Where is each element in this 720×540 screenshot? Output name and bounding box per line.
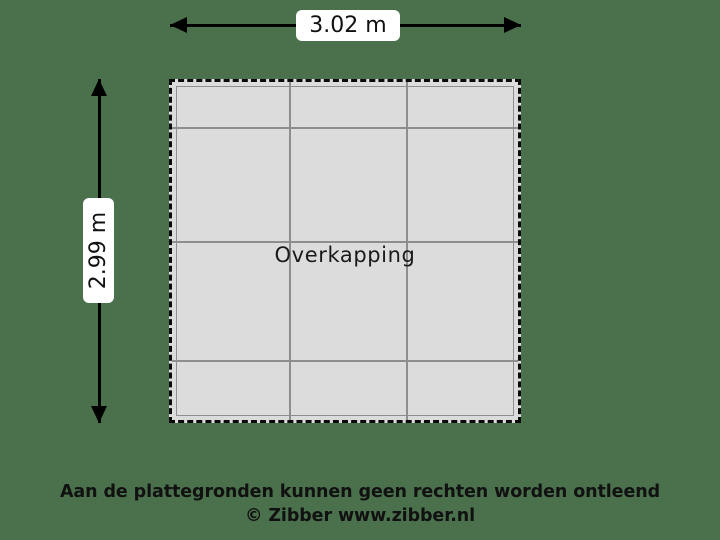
footer-copyright: © Zibber www.zibber.nl [244,506,476,526]
width-arrow-right-head [504,17,521,33]
footer-disclaimer: Aan de plattegronden kunnen geen rechten… [59,482,660,502]
grid-line-horizontal [172,127,518,129]
grid-line-horizontal [172,241,518,243]
width-dimension-label: 3.02 m [296,10,400,41]
grid-line-vertical [406,82,408,420]
grid-line-horizontal [172,360,518,362]
height-dimension-label: 2.99 m [83,198,114,303]
height-dimension-label-text: 2.99 m [86,211,111,290]
height-arrow-bottom-head [91,406,107,423]
footer: Aan de plattegronden kunnen geen rechten… [0,480,720,528]
room-outline-overkapping [169,79,521,423]
room-label: Overkapping [274,243,416,267]
grid-line-vertical [289,82,291,420]
